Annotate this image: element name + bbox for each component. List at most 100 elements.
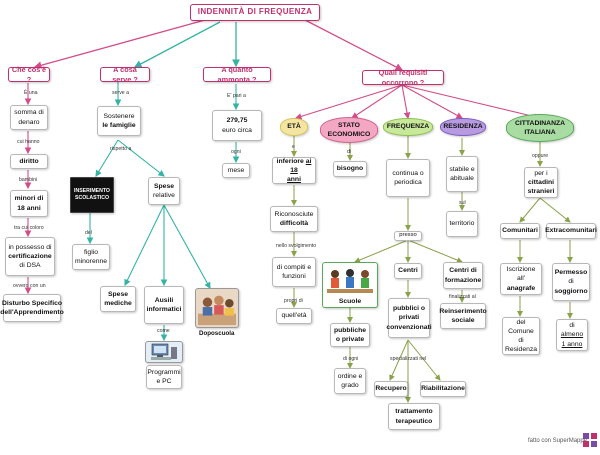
node-comune-residenza: del Comune di Residenza: [502, 317, 540, 355]
link-label-nello-svolgimento: nello svolgimento: [276, 243, 317, 249]
node-riabilitazione: Riabilitazione: [420, 381, 466, 397]
node-ordine-grado: ordine e grado: [334, 368, 366, 394]
node-continua-periodica: continua o periodica: [386, 159, 430, 197]
spese-line-1: Spese: [153, 182, 175, 190]
cittadini-line-3: stranieri: [527, 188, 555, 196]
inferiore-word: inferiore: [276, 157, 304, 165]
link-label-propri-di: propri di: [284, 298, 303, 304]
link-label-finalizzati-al: finalizzati al: [449, 294, 476, 300]
iscrizione-line-2: anagrafe: [506, 284, 536, 292]
node-pubbliche-private: pubbliche o private: [330, 323, 370, 347]
node-spese-relative: Spese relative: [148, 177, 180, 205]
iscrizione-line-1: Iscrizione all': [506, 266, 536, 283]
almeno-word: almeno: [560, 331, 584, 339]
node-diritto: diritto: [10, 154, 48, 169]
node-somma-di-denaro: somma di denaro: [10, 105, 48, 130]
permesso-line-2: di: [568, 278, 574, 286]
link-label-e: e: [292, 144, 295, 150]
link-label-ogni: ogni: [231, 149, 241, 155]
certificazione-line-1: in possesso di: [8, 243, 52, 251]
node-bisogno: bisogno: [333, 161, 367, 177]
footer-made-with: fatto con SuperMappe: [528, 438, 588, 444]
node-minori: minori di 18 anni: [10, 190, 48, 217]
node-comunitari: Comunitari: [500, 223, 540, 239]
doposcuola-picture: [195, 288, 239, 328]
requisito-eta: ETÀ: [280, 118, 308, 136]
node-extracomunitari: Extracomunitari: [545, 223, 597, 239]
computer-icon: [151, 343, 177, 360]
node-centri: Centri: [394, 263, 422, 279]
node-trattamento-terapeutico: trattamento terapeutico: [388, 403, 440, 430]
requisito-cittadinanza: CITTADINANZA ITALIANA: [506, 114, 574, 142]
node-reinserimento-sociale: Reinserimento sociale: [439, 303, 487, 329]
link-label-ovvero-con-un: ovvero con un: [13, 283, 46, 289]
link-label-e-una: È una: [24, 90, 38, 96]
node-disturbo-specifico: Disturbo Specifico dell'Apprendimento: [0, 294, 64, 322]
certificazione-line-3: di DSA: [19, 262, 41, 270]
node-pubblici-privati: pubblici o privati convenzionati: [386, 298, 432, 338]
almeno-di: di: [569, 322, 575, 330]
node-presso: presso: [394, 231, 422, 241]
question-a-quanto-ammonta: A quanto ammonta ?: [203, 65, 271, 84]
node-stabile-abituale: stabile e abituale: [446, 156, 478, 192]
sostenere-line-1: Sostenere: [103, 112, 135, 120]
node-compiti-funzioni: di compiti e funzioni: [272, 257, 316, 287]
link-label-oppure: oppure: [532, 153, 549, 159]
question-a-cosa-serve: A cosa serve ?: [100, 65, 150, 84]
ausili-line-1: Ausili: [154, 296, 174, 304]
inferiore-line-1: inferiore ai 18: [275, 157, 313, 175]
importo-unit: euro circa: [222, 126, 252, 134]
importo-value: 279,75: [226, 117, 248, 125]
node-quell-eta: quell'età: [276, 308, 312, 324]
link-label-come: come: [157, 328, 170, 334]
link-label-tra-cui-coloro: tra cui coloro: [14, 225, 44, 231]
riconosciute-line-2: difficoltà: [279, 220, 309, 227]
inferiore-ai18: ai 18: [290, 157, 312, 174]
label-scuole: Scuole: [338, 297, 362, 305]
node-programmi-pc: Programmi e PC: [146, 365, 182, 389]
students-icon: [327, 268, 373, 293]
link-label-specializzati-nel: specializzati nel: [390, 356, 427, 362]
map-title: INDENNITÀ DI FREQUENZA: [190, 4, 320, 21]
label-doposcuola: Doposcuola: [199, 330, 235, 337]
sostenere-line-2: le famiglie: [102, 122, 136, 129]
link-label-di: di: [347, 149, 352, 155]
permesso-line-1: Permesso: [554, 269, 588, 277]
link-label-cui-hanno: cui hanno: [17, 139, 40, 145]
certificazione-line-2: certificazione: [8, 252, 52, 260]
link-label-sul: sul: [459, 200, 466, 206]
link-label-rispetto-a: rispetto a: [110, 146, 132, 152]
permesso-line-3: soggiorno: [554, 287, 588, 295]
node-almeno-un-anno: di almeno 1 anno: [556, 319, 588, 351]
riconosciute-line-1: Riconosciute: [274, 210, 314, 218]
node-cittadini-stranieri: per i cittadini stranieri: [524, 167, 558, 198]
children-photo-icon: [198, 295, 236, 326]
almeno-anno: 1 anno: [561, 340, 583, 348]
question-quali-requisiti: Quali requisiti occorrono ?: [362, 68, 444, 87]
node-riconosciute-difficolta: Riconosciute difficoltà: [270, 206, 318, 232]
node-mese: mese: [222, 163, 250, 178]
cittadini-line-2: cittadini: [527, 178, 555, 186]
ausili-line-2: informatici: [146, 306, 182, 313]
spese-line-2: relative: [153, 192, 175, 199]
link-label-del: del: [85, 230, 92, 236]
link-label-di-ogni: di ogni: [343, 356, 359, 362]
node-spese-mediche: Spese mediche: [100, 286, 136, 312]
scuole-picture: Scuole: [322, 262, 378, 308]
link-label-bambini: bambini: [19, 177, 38, 183]
link-label-serve-a: serve a: [112, 90, 130, 96]
node-figlio-minorenne: figlio minorenne: [72, 244, 110, 270]
node-permesso-soggiorno: Permesso di soggiorno: [552, 263, 590, 301]
node-importo: 279,75 euro circa: [212, 110, 262, 141]
computer-picture: [145, 341, 183, 363]
almeno-line-1: di almeno: [559, 321, 585, 339]
node-inferiore-18: inferiore ai 18 anni: [272, 157, 316, 184]
node-certificazione-dsa: in possesso di certificazione di DSA: [5, 237, 55, 276]
requisito-stato-economico: STATO ECONOMICO: [320, 117, 378, 143]
requisito-frequenza: FREQUENZA: [383, 118, 433, 136]
requisito-residenza: RESIDENZA: [440, 118, 486, 136]
cittadini-line-1: per i: [534, 169, 548, 177]
question-che-cose: Che cos'è ?: [8, 65, 50, 84]
node-ausili-informatici: Ausili informatici: [144, 286, 184, 324]
